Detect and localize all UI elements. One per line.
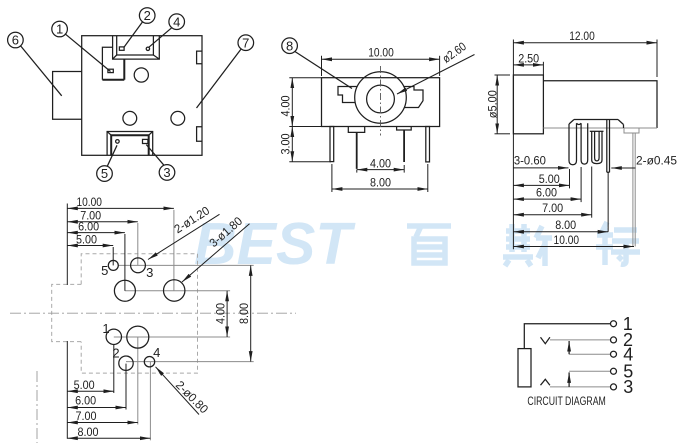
svg-text:3-0.60: 3-0.60 [514, 153, 546, 167]
svg-text:4: 4 [153, 345, 160, 360]
svg-text:3: 3 [146, 265, 153, 280]
svg-text:5: 5 [623, 361, 633, 381]
svg-text:4.00: 4.00 [279, 95, 293, 116]
svg-text:1: 1 [623, 314, 633, 334]
svg-text:BEST: BEST [194, 211, 356, 277]
svg-text:3: 3 [163, 165, 170, 180]
svg-text:5.00: 5.00 [74, 378, 95, 392]
svg-text:3.00: 3.00 [279, 133, 293, 154]
svg-text:10.00: 10.00 [554, 233, 580, 247]
svg-text:7.00: 7.00 [80, 208, 101, 222]
svg-text:8.00: 8.00 [370, 176, 391, 190]
svg-text:5: 5 [101, 263, 108, 278]
svg-text:4.00: 4.00 [213, 303, 227, 324]
svg-text:1: 1 [102, 321, 109, 336]
svg-text:6.00: 6.00 [78, 219, 99, 233]
svg-text:2.50: 2.50 [518, 52, 539, 66]
svg-text:2-ø0.80: 2-ø0.80 [173, 378, 211, 416]
svg-text:12.00: 12.00 [569, 29, 595, 43]
svg-text:2: 2 [144, 8, 151, 23]
svg-text:8: 8 [286, 38, 293, 53]
svg-text:8.00: 8.00 [237, 303, 251, 324]
svg-text:2: 2 [112, 345, 119, 360]
svg-text:6: 6 [12, 33, 19, 48]
svg-text:7.00: 7.00 [542, 201, 563, 215]
svg-text:10.00: 10.00 [76, 195, 102, 209]
svg-text:5.00: 5.00 [539, 172, 560, 186]
svg-text:4: 4 [173, 14, 180, 29]
svg-text:6.00: 6.00 [536, 186, 557, 200]
svg-text:5.00: 5.00 [76, 232, 97, 246]
svg-text:ø5.00: ø5.00 [485, 90, 499, 118]
svg-text:3: 3 [623, 377, 633, 397]
svg-text:ø2.60: ø2.60 [440, 39, 470, 66]
svg-text:CIRCUIT DIAGRAM: CIRCUIT DIAGRAM [527, 394, 605, 408]
svg-text:2-ø0.45: 2-ø0.45 [636, 154, 677, 168]
svg-text:1: 1 [56, 22, 63, 37]
svg-text:2: 2 [623, 330, 633, 350]
svg-text:8.00: 8.00 [555, 218, 576, 232]
svg-text:4: 4 [623, 344, 633, 364]
svg-text:6.00: 6.00 [75, 394, 96, 408]
svg-text:5: 5 [101, 166, 108, 181]
svg-text:7: 7 [242, 35, 249, 50]
svg-text:7.00: 7.00 [76, 409, 97, 423]
svg-text:4.00: 4.00 [370, 156, 391, 170]
svg-text:10.00: 10.00 [368, 46, 394, 60]
svg-text:8.00: 8.00 [78, 425, 99, 439]
